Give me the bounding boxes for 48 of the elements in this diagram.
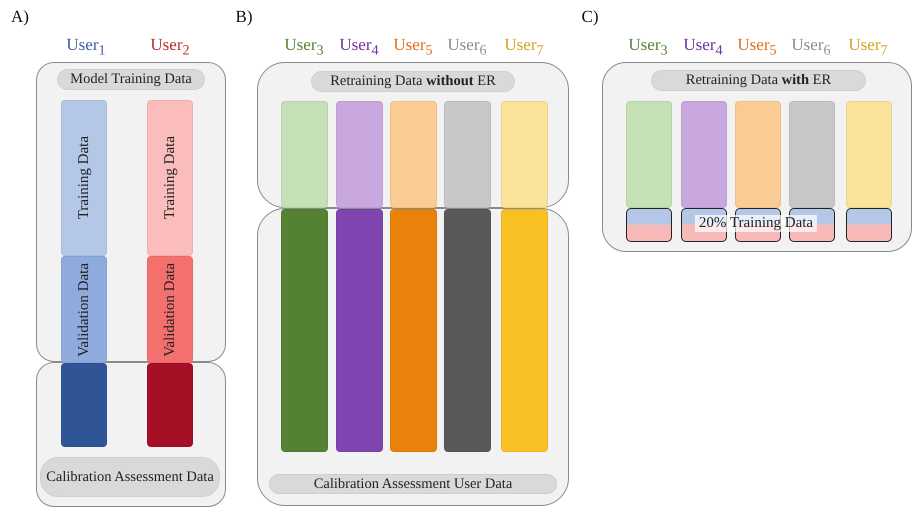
text-label: 20% Training Data [694,215,818,232]
text-label: User$_{5}$ [737,36,777,59]
text-label: User$_{3}$ [284,36,324,59]
data-bar: Training Data [61,100,107,256]
training-data-segment [626,208,672,242]
data-bar [735,101,781,208]
data-bar [61,363,107,447]
data-bar [846,101,892,208]
text-label: User$_{3}$ [628,36,668,59]
data-bar [336,209,383,452]
panel-background [257,62,569,208]
section-heading: Retraining Data without ER [311,71,515,92]
panel-background [36,362,226,507]
data-bar [147,363,193,447]
data-bar [789,101,835,208]
text-label: User$_{2}$ [150,36,190,59]
panel-background [257,208,569,506]
section-heading: Calibration Assessment User Data [269,474,557,494]
text-label: User$_{4}$ [683,36,723,59]
training-data-segment [846,208,892,242]
data-bar [281,209,328,452]
section-heading: Retraining Data with ER [651,70,866,91]
text-label: User$_{1}$ [66,36,106,59]
section-heading: Calibration Assessment Data [40,457,220,497]
data-bar [444,209,491,452]
data-bar [390,209,437,452]
section-heading: Model Training Data [57,69,205,90]
text-label: User$_{4}$ [339,36,379,59]
text-label: User$_{5}$ [393,36,433,59]
data-bar: Validation Data [147,256,193,363]
data-bar: Training Data [147,100,193,256]
text-label: B) [236,8,252,27]
text-label: A) [11,8,29,27]
data-bar [681,101,727,208]
data-bar [336,101,383,208]
text-label: User$_{6}$ [791,36,831,59]
text-label: C) [582,8,598,27]
data-bar [626,101,672,208]
data-bar [501,209,548,452]
text-label: User$_{7}$ [848,36,888,59]
data-bar [444,101,491,208]
data-bar [390,101,437,208]
text-label: User$_{6}$ [447,36,487,59]
data-bar: Validation Data [61,256,107,363]
panel-background [602,62,912,252]
text-label: User$_{7}$ [504,36,544,59]
data-bar [501,101,548,208]
data-bar [281,101,328,208]
